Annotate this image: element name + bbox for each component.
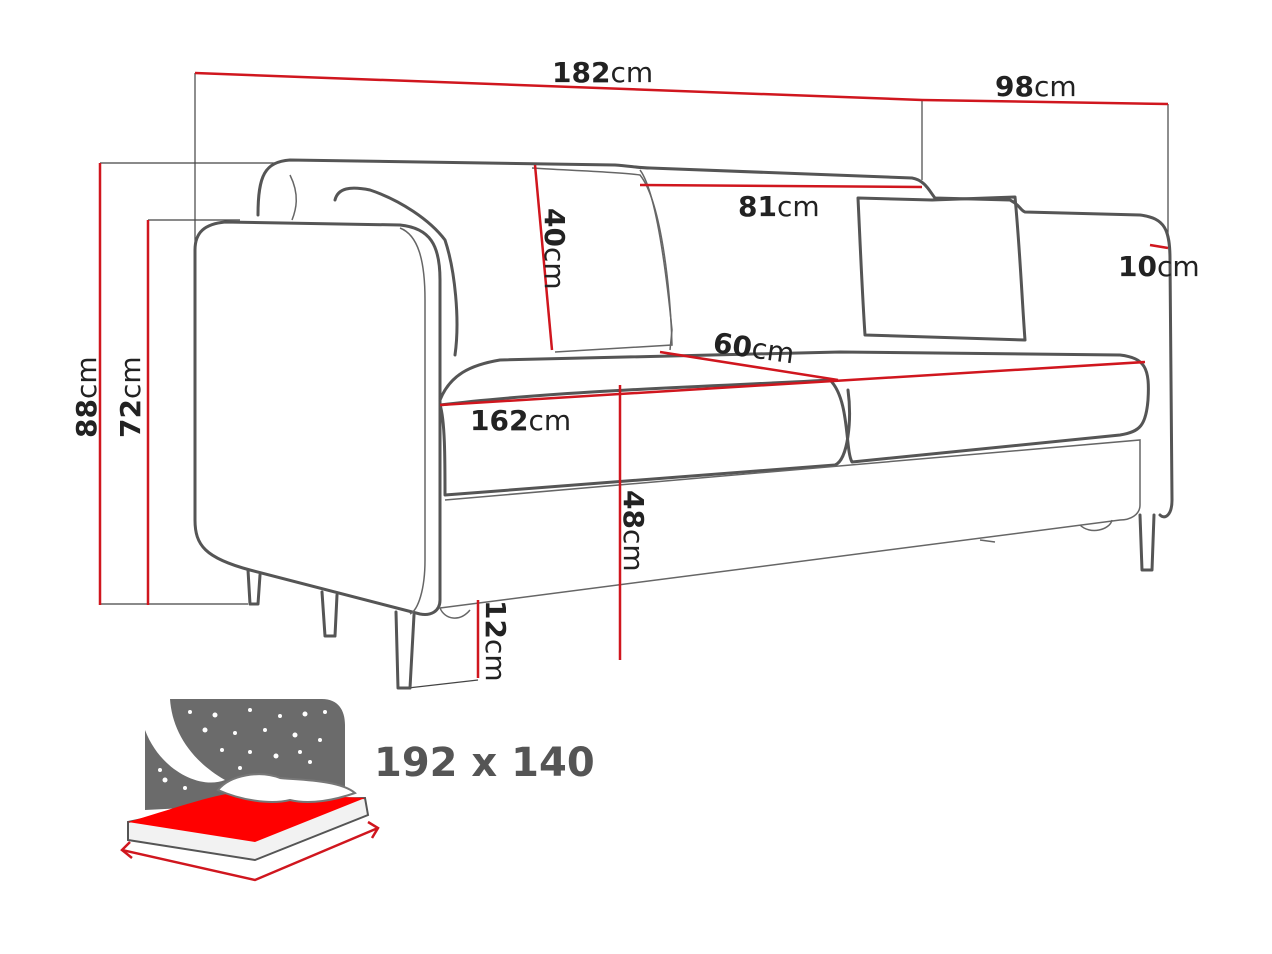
- label-total-width: 182cm: [552, 56, 653, 89]
- label-seat-depth: 60cm: [711, 326, 796, 370]
- label-leg-height: 12cm: [479, 600, 512, 682]
- sofa-drawing: [193, 158, 1174, 690]
- sleeping-area-size: 192 x 140: [374, 740, 595, 786]
- label-armrest-width: 10cm: [1118, 250, 1200, 283]
- label-armrest-height: 72cm: [114, 356, 147, 438]
- dimension-lines: [98, 71, 1169, 678]
- stars-icon: [158, 708, 327, 790]
- guide-lines: [100, 73, 1169, 689]
- label-depth: 98cm: [995, 70, 1077, 103]
- label-backrest-width: 81cm: [738, 190, 820, 223]
- label-seat-height: 48cm: [617, 490, 650, 572]
- label-total-height: 88cm: [70, 356, 103, 438]
- label-seat-width: 162cm: [470, 404, 571, 437]
- bed-icon: [120, 699, 380, 882]
- label-backrest-height: 40cm: [538, 208, 571, 290]
